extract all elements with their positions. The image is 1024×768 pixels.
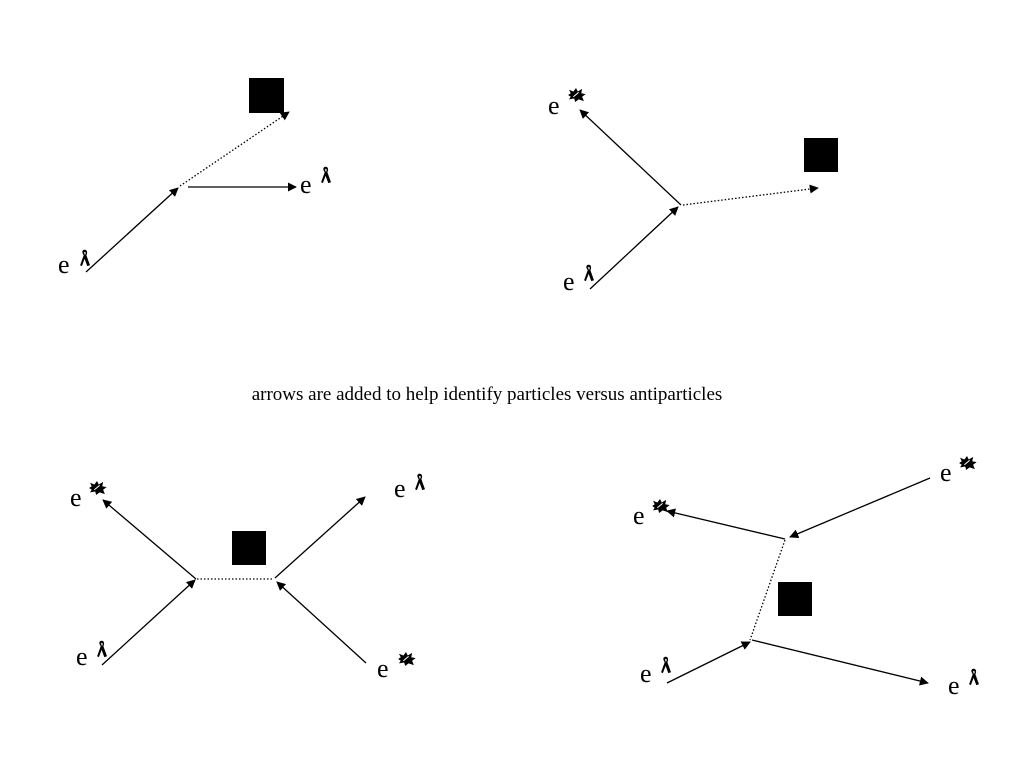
svg-text:e: e <box>58 250 70 279</box>
incoming-electron-line <box>85 187 179 273</box>
photon-box <box>804 138 838 172</box>
svg-text:e: e <box>948 671 960 700</box>
label-incoming-electron: e <box>563 264 594 296</box>
positron-charge-icon <box>567 88 586 102</box>
svg-text:e: e <box>548 91 560 120</box>
svg-text:e: e <box>76 642 88 671</box>
positron-charge-icon <box>397 652 416 666</box>
diagram-4: e e e e <box>633 456 979 700</box>
caption-text: arrows are added to help identify partic… <box>252 384 723 405</box>
photon-box <box>232 531 266 565</box>
svg-text:e: e <box>633 501 645 530</box>
photon-box <box>249 78 284 113</box>
label-incoming-positron: e <box>377 652 416 683</box>
diagram-2: e e <box>548 88 838 296</box>
electron-charge-icon <box>661 656 671 674</box>
outgoing-electron-line <box>274 496 366 579</box>
positron-charge-icon <box>958 456 977 470</box>
positron-charge-icon <box>651 499 670 513</box>
svg-text:e: e <box>377 654 389 683</box>
label-incoming-electron: e <box>58 249 90 279</box>
svg-text:e: e <box>563 267 575 296</box>
label-outgoing-electron: e <box>394 473 425 503</box>
incoming-electron-line <box>589 206 679 290</box>
label-incoming-positron: e <box>940 456 977 487</box>
label-outgoing-electron: e <box>948 668 979 700</box>
electron-charge-icon <box>321 166 331 184</box>
outgoing-positron-line <box>666 508 786 540</box>
svg-text:e: e <box>940 458 952 487</box>
label-outgoing-positron: e <box>633 499 670 530</box>
svg-text:e: e <box>640 659 652 688</box>
svg-text:e: e <box>394 474 406 503</box>
photon-box <box>778 582 812 616</box>
outgoing-electron-line <box>751 639 929 686</box>
electron-charge-icon <box>584 264 594 282</box>
electron-charge-icon <box>415 473 425 491</box>
incoming-positron-line <box>276 581 367 664</box>
diagram-1: e e <box>58 78 331 279</box>
label-outgoing-electron: e <box>300 166 331 199</box>
incoming-electron-line <box>666 641 751 684</box>
photon-line <box>749 539 786 641</box>
label-incoming-electron: e <box>640 656 671 688</box>
electron-charge-icon <box>969 668 979 686</box>
photon-line <box>682 184 819 206</box>
label-incoming-electron: e <box>76 640 107 671</box>
electron-charge-icon <box>97 640 107 658</box>
photon-line <box>179 111 290 187</box>
label-outgoing-positron: e <box>70 481 107 512</box>
incoming-electron-line <box>101 579 196 666</box>
svg-text:e: e <box>70 483 82 512</box>
outgoing-positron-line <box>102 499 197 580</box>
incoming-positron-line <box>789 477 931 539</box>
svg-text:e: e <box>300 170 312 199</box>
positron-charge-icon <box>88 481 107 495</box>
label-outgoing-positron: e <box>548 88 586 120</box>
electron-charge-icon <box>80 249 90 267</box>
diagram-3: e e e e <box>70 473 425 683</box>
outgoing-positron-line <box>579 109 682 206</box>
